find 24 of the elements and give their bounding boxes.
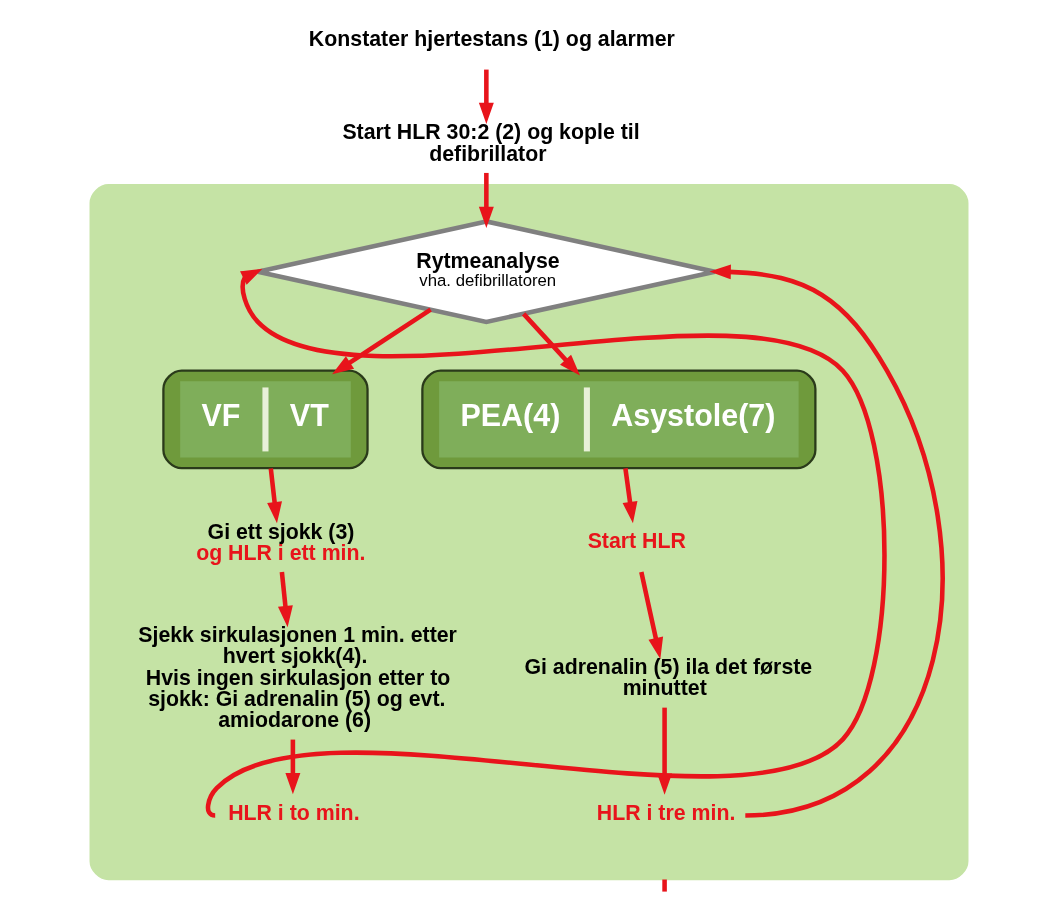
node-diamond: Rytmeanalyse vha. defibrillatoren xyxy=(255,219,717,325)
node-text: Start HLR 30:2 (2) og kople til defibrillator xyxy=(341,120,640,166)
node-text: Gi adrenalin (5) ila det første minuttet xyxy=(523,655,812,701)
node-text: HLR i to min. xyxy=(227,800,360,825)
node-text: Sjekk sirkulasjonen 1 min. etter hvert sjokk(4). Hvis ingen sirkulasjon etter to sjokk: Gi adrenalin (5) og evt. amiodarone (6) xyxy=(137,623,457,733)
arrow xyxy=(708,264,944,818)
connector xyxy=(661,879,667,892)
node-text: Konstater hjertestans (1) og alarmer xyxy=(308,26,675,51)
arrow xyxy=(656,707,672,795)
node-text: HLR i tre min. xyxy=(596,800,735,825)
arrow xyxy=(277,571,293,628)
arrow xyxy=(638,571,663,660)
node-text: Gi ett sjokk (3) og HLR i ett min. xyxy=(195,519,365,565)
arrow xyxy=(284,739,300,795)
arrow xyxy=(478,172,494,228)
arrow xyxy=(478,69,494,125)
node-box: PEA(4) Asystole(7) xyxy=(420,369,817,470)
cluster xyxy=(89,184,968,881)
arrow xyxy=(521,312,580,376)
node-text: Start HLR xyxy=(587,529,686,554)
arrow xyxy=(266,468,282,524)
arrow xyxy=(331,307,432,375)
arrow xyxy=(622,468,637,524)
node-box: VF VT xyxy=(161,369,369,470)
